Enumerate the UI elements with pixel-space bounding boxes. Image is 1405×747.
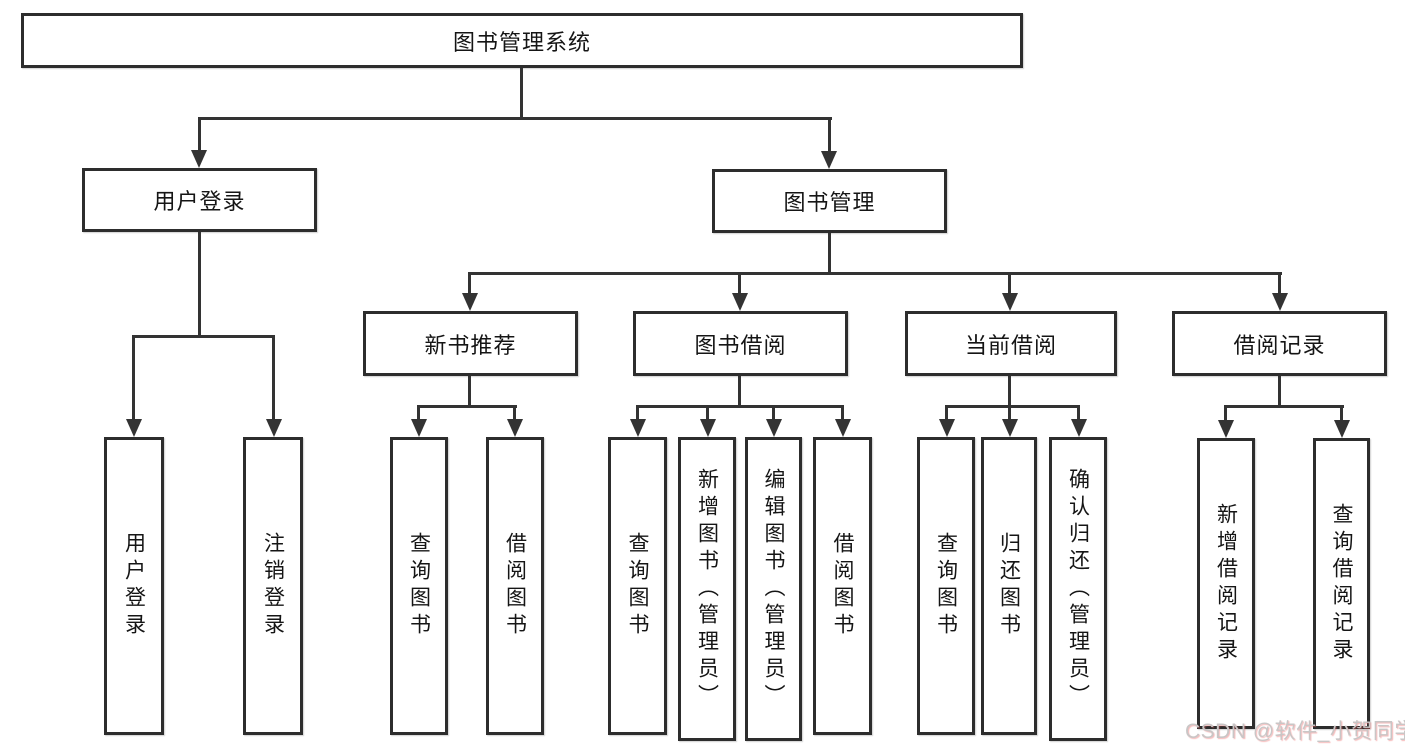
leaf-borrow-book-recommend: 借阅图书 [486,437,544,735]
arrowhead-down-icon [507,419,523,437]
arrowhead-down-icon [821,151,837,169]
connector-line [468,376,471,405]
arrowhead-down-icon [1272,293,1288,311]
connector-line [272,335,275,420]
arrowhead-down-icon [732,293,748,311]
connector-line [468,272,471,294]
node-root: 图书管理系统 [21,13,1023,68]
leaf-return-book: 归还图书 [981,437,1037,735]
connector-line [1340,405,1343,421]
connector-line [468,272,1282,275]
arrowhead-down-icon [462,293,478,311]
leaf-user-login: 用户登录 [104,437,164,735]
leaf-query-book-recommend: 查询图书 [390,437,448,735]
connector-line [841,405,844,421]
arrowhead-down-icon [1334,420,1350,438]
leaf-add-borrow-record: 新增借阅记录 [1197,438,1255,729]
connector-line [636,405,639,421]
connector-line [1008,376,1011,405]
leaf-add-book-admin: 新增图书（管理员） [678,437,736,741]
connector-line [1008,405,1011,421]
connector-line [417,405,517,408]
connector-line [1224,405,1344,408]
connector-line [1224,405,1227,421]
connector-line [1278,376,1281,405]
node-new-book-recommend: 新书推荐 [363,311,578,376]
arrowhead-down-icon [700,419,716,437]
leaf-confirm-return-admin: 确认归还（管理员） [1049,437,1107,741]
arrowhead-down-icon [1002,293,1018,311]
connector-line [417,405,420,421]
arrowhead-down-icon [126,419,142,437]
connector-line [772,405,775,421]
connector-line [198,232,201,335]
connector-line [198,117,832,120]
connector-line [198,117,201,151]
arrowhead-down-icon [1002,419,1018,437]
arrowhead-down-icon [939,419,955,437]
node-borrow-records: 借阅记录 [1172,311,1387,376]
connector-line [945,405,1080,408]
leaf-edit-book-admin: 编辑图书（管理员） [745,437,802,741]
node-current-borrow: 当前借阅 [905,311,1117,376]
connector-line [1077,405,1080,421]
node-book-borrow: 图书借阅 [633,311,848,376]
node-book-management: 图书管理 [712,169,947,233]
connector-line [828,233,831,272]
node-user-login: 用户登录 [82,168,317,232]
connector-line [513,405,516,421]
connector-line [520,68,523,117]
connector-line [132,335,275,338]
leaf-logout: 注销登录 [243,437,303,735]
leaf-query-borrow-record: 查询借阅记录 [1313,438,1370,729]
csdn-watermark: CSDN @软件_小贺同学 [1185,720,1405,743]
connector-line [738,376,741,405]
arrowhead-down-icon [266,419,282,437]
connector-line [738,272,741,294]
arrowhead-down-icon [1071,419,1087,437]
connector-line [706,405,709,421]
connector-line [636,405,844,408]
arrowhead-down-icon [835,419,851,437]
arrowhead-down-icon [191,150,207,168]
connector-line [828,117,831,151]
arrowhead-down-icon [766,419,782,437]
arrowhead-down-icon [1218,420,1234,438]
arrowhead-down-icon [630,419,646,437]
arrowhead-down-icon [411,419,427,437]
connector-line [1008,272,1011,294]
connector-line [132,335,135,420]
connector-line [945,405,948,421]
leaf-query-book-borrow: 查询图书 [608,437,667,735]
connector-line [1278,272,1281,294]
leaf-borrow-book: 借阅图书 [813,437,872,735]
leaf-query-book-current: 查询图书 [917,437,975,735]
